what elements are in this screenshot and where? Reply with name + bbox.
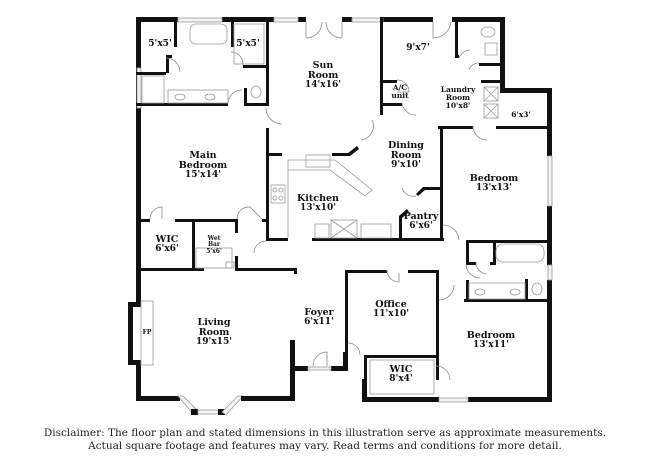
disclaimer-line-1: Disclaimer: The floor plan and stated di… [43,427,607,439]
room-living-room: Living Room 19'x15' [192,318,236,347]
room-name: Living Room [197,317,231,338]
room-ac-unit: A/C unit [387,84,413,100]
room-bedroom-3: Bedroom 13'x11' [467,331,515,350]
windows [136,17,553,403]
room-name: Main Bedroom [178,150,228,171]
room-wet-bar: Wet Bar 5'x6' [204,235,224,255]
room-dims: 13'x11' [473,339,509,350]
room-utility: 9'x7' [406,43,430,53]
room-office: Office 11'x10' [373,300,409,319]
room-closet-1: 5'x5' [148,39,172,49]
room-name: Wet Bar [207,235,221,249]
room-sun-room: Sun Room 14'x16' [303,61,343,90]
room-name: Kitchen [297,193,339,204]
room-wic-2: WIC 8'x4' [389,365,412,384]
room-dims: 6'x3' [511,110,531,119]
room-dims: 9'x10' [391,159,421,170]
room-name: Bedroom [469,173,519,184]
room-dims: 10'x8' [445,100,471,110]
fireplace-label: FP [142,329,152,336]
room-dims: 11'x10' [373,308,409,319]
room-dims: 13'x10' [300,202,336,213]
room-dims: 8'x4' [389,373,413,384]
disclaimer: Disclaimer: The floor plan and stated di… [0,427,650,453]
room-name: Laundry Room [440,85,476,102]
room-name: WIC [389,364,413,375]
room-dims: 14'x16' [305,79,341,90]
room-kitchen: Kitchen 13'x10' [297,194,339,213]
room-dims: 9'x7' [406,43,430,53]
room-dims: 5'x5' [148,39,172,49]
room-name: WIC [155,234,179,245]
room-main-bedroom: Main Bedroom 15'x14' [173,151,233,180]
room-dining-room: Dining Room 9'x10' [384,141,428,170]
room-dims: 13'x13' [476,182,512,193]
room-pantry: Pantry 6'x6' [404,212,439,231]
room-wic-1: WIC 6'x6' [155,235,178,254]
room-foyer: Foyer 6'x11' [304,308,334,327]
doors [149,21,488,381]
room-name: Foyer [304,307,334,318]
room-dims: 6'x6' [155,243,179,254]
room-dims: 6'x11' [304,316,334,327]
room-name: Dining Room [388,140,424,161]
room-name: FP [142,329,152,336]
room-name: A/C unit [391,83,409,100]
room-laundry: Laundry Room 10'x8' [438,86,478,110]
fixtures [140,23,545,395]
room-bedroom-2: Bedroom 13'x13' [470,174,518,193]
room-storage: 6'x3' [511,111,531,119]
room-name: Sun Room [307,60,339,81]
room-name: Office [375,299,407,310]
disclaimer-line-2: Actual square footage and features may v… [88,440,562,452]
room-dims: 5'x5' [236,39,260,49]
room-closet-2: 5'x5' [236,39,260,49]
room-name: Bedroom [466,330,516,341]
room-dims: 19'x15' [196,336,232,347]
room-dims: 6'x6' [409,220,433,231]
interior-walls [136,17,552,402]
room-dims: 15'x14' [185,169,221,180]
room-name: Pantry [403,211,439,222]
room-dims: 5'x6' [206,247,222,255]
